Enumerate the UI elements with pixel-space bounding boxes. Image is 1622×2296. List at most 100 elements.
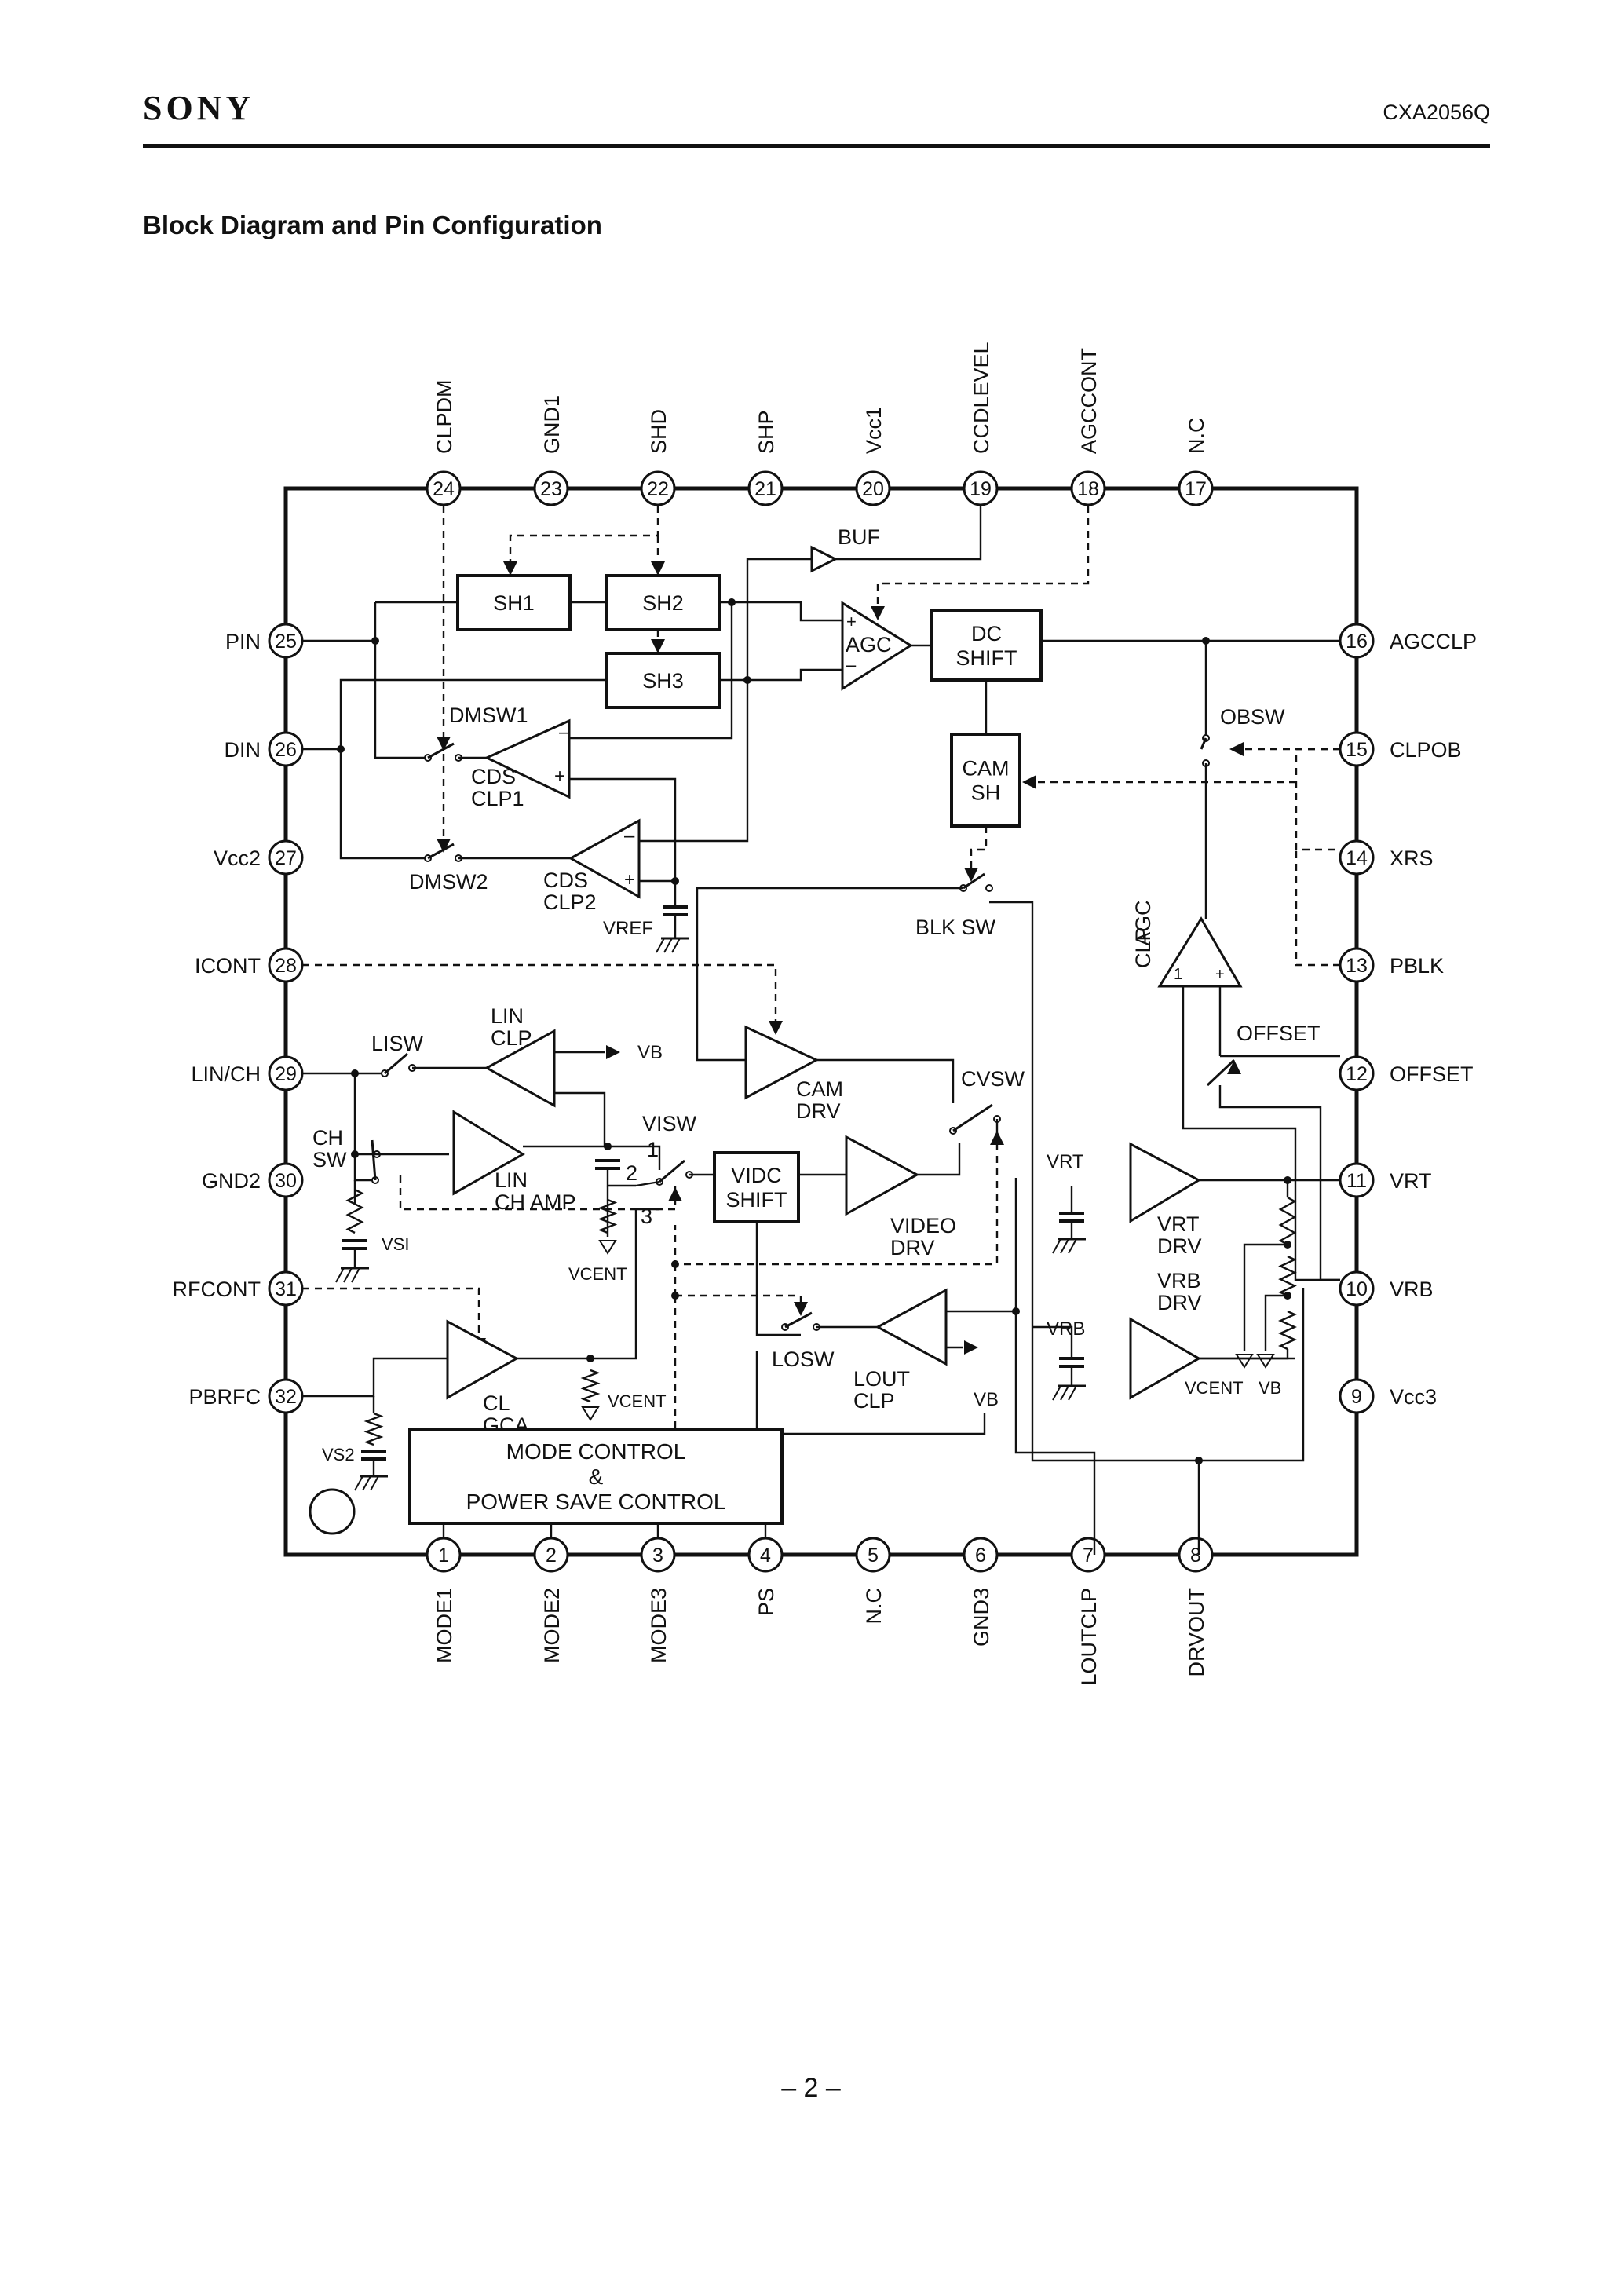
bottom-1-pin-number: 1 xyxy=(438,1545,449,1567)
left-26-pin-number: 26 xyxy=(275,739,297,761)
pin-name-17: N.C xyxy=(1185,418,1208,455)
resistor xyxy=(345,1188,364,1234)
brand-logo: SONY xyxy=(143,89,255,127)
sign: + xyxy=(624,869,635,890)
lin-clp-label: LIN xyxy=(491,1004,524,1028)
cam-drv-amp xyxy=(744,1025,820,1100)
pin-name-26: DIN xyxy=(225,738,261,762)
pin-name-6: GND3 xyxy=(970,1588,993,1647)
pin-name-28: ICONT xyxy=(195,954,261,978)
pin-name-29: LIN/CH xyxy=(191,1062,261,1086)
sh1-block-label: SH1 xyxy=(493,591,535,615)
dmsw1-in xyxy=(374,602,428,759)
shd-clock xyxy=(509,506,659,562)
ch-sw-label: SW xyxy=(312,1148,347,1172)
pin-name-23: GND1 xyxy=(540,395,564,454)
bottom-5-pin xyxy=(855,1537,891,1573)
gca-out xyxy=(517,1343,637,1360)
lout-vb-wire xyxy=(755,1351,986,1435)
dc-shift-block-label: SHIFT xyxy=(956,646,1017,670)
ground-symbol xyxy=(1052,1385,1061,1401)
blk-cam xyxy=(696,887,963,1062)
pin-name-21: SHP xyxy=(754,410,778,454)
arrow-head xyxy=(964,1340,978,1355)
visw-pos: 3 xyxy=(641,1205,652,1228)
header-rule xyxy=(143,144,1490,148)
pin-name-14: XRS xyxy=(1390,846,1434,870)
index-mark xyxy=(309,1488,356,1535)
agccont-ctrl xyxy=(876,506,1090,605)
pblk-ctrl xyxy=(1295,850,1340,967)
sign: + xyxy=(554,766,565,787)
ground-symbol xyxy=(343,1267,353,1283)
cam-drv-label: CAM xyxy=(796,1077,843,1101)
vrt-drv-amp xyxy=(1129,1142,1202,1223)
losw-label: LOSW xyxy=(772,1347,835,1371)
mode-control-block xyxy=(408,1428,784,1525)
ground-symbol xyxy=(1052,1238,1061,1254)
left-28-pin-number: 28 xyxy=(275,955,297,977)
ch-sw-wire xyxy=(353,1073,375,1182)
cam-sh-out xyxy=(970,826,988,868)
left-30-pin-number: 30 xyxy=(275,1170,297,1192)
right-10-pin-number: 10 xyxy=(1346,1278,1368,1300)
resistor xyxy=(597,1198,618,1234)
top-20-pin-number: 20 xyxy=(862,478,884,500)
cam-sh-block-label: CAM xyxy=(963,757,1010,781)
top-19-pin-number: 19 xyxy=(970,478,992,500)
buf-out xyxy=(835,506,982,561)
reference-symbol xyxy=(1235,1354,1254,1369)
right-12-pin xyxy=(1339,1055,1375,1091)
resistor xyxy=(1278,1310,1297,1351)
video-drv-label: VIDEO xyxy=(890,1214,956,1238)
video-drv-amp xyxy=(845,1135,920,1216)
right-14-pin-number: 14 xyxy=(1346,847,1368,869)
bottom-3-pin-number: 3 xyxy=(652,1545,663,1567)
switch-contact xyxy=(985,884,993,892)
pin-name-1: MODE1 xyxy=(433,1588,456,1663)
pin-name-16: AGCCLP xyxy=(1390,630,1477,653)
reference-symbol xyxy=(598,1240,617,1255)
pin-name-32: PBRFC xyxy=(188,1385,261,1409)
icont-ctrl xyxy=(302,963,777,1021)
mode-control-block-label: MODE CONTROL xyxy=(506,1439,686,1464)
lin-clp-label: CLP xyxy=(491,1026,532,1050)
switch-blade xyxy=(784,1311,813,1329)
vrb-label: VRB xyxy=(1047,1318,1085,1340)
switch-blade xyxy=(963,872,985,890)
top-18-pin-number: 18 xyxy=(1077,478,1099,500)
right-12-pin-number: 12 xyxy=(1346,1063,1368,1085)
top-19-pin xyxy=(963,470,999,506)
top-21-pin-number: 21 xyxy=(754,478,776,500)
clpob-xrs xyxy=(1295,748,1340,851)
ground-symbol xyxy=(663,938,673,953)
lout-clp-amp xyxy=(875,1288,948,1366)
vrt-label: VRT xyxy=(1047,1151,1084,1172)
loutclp-wire xyxy=(1014,1178,1096,1555)
ch-sw-label: CH xyxy=(312,1126,343,1150)
junction-dot xyxy=(671,1292,679,1300)
resistor xyxy=(580,1369,601,1403)
ground-symbol xyxy=(351,1267,360,1283)
ground-symbol xyxy=(362,1475,371,1491)
cds2-fb xyxy=(639,680,749,843)
cds-clp1-label: CDS xyxy=(471,765,516,788)
sh2-agc xyxy=(719,601,842,622)
switch-blade xyxy=(1200,737,1207,750)
vrb-cap-wire xyxy=(1032,1325,1073,1358)
sign: – xyxy=(559,722,570,743)
pin-name-13: PBLK xyxy=(1390,954,1444,978)
vsi-label: VSI xyxy=(382,1234,409,1254)
arrow-head xyxy=(1022,775,1036,789)
arrow-head xyxy=(651,639,665,653)
pin-name-30: GND2 xyxy=(202,1169,261,1193)
buf-label: BUF xyxy=(838,525,880,549)
cam-sh-block-label: SH xyxy=(971,781,1001,805)
ground-symbol xyxy=(335,1267,345,1283)
top-24-pin-number: 24 xyxy=(433,478,455,500)
pin-name-4: PS xyxy=(754,1588,778,1616)
sign: + xyxy=(846,612,857,631)
ground-symbol xyxy=(671,938,681,953)
bottom-6-pin-number: 6 xyxy=(975,1545,986,1567)
sh3-block-label: SH3 xyxy=(642,669,684,693)
